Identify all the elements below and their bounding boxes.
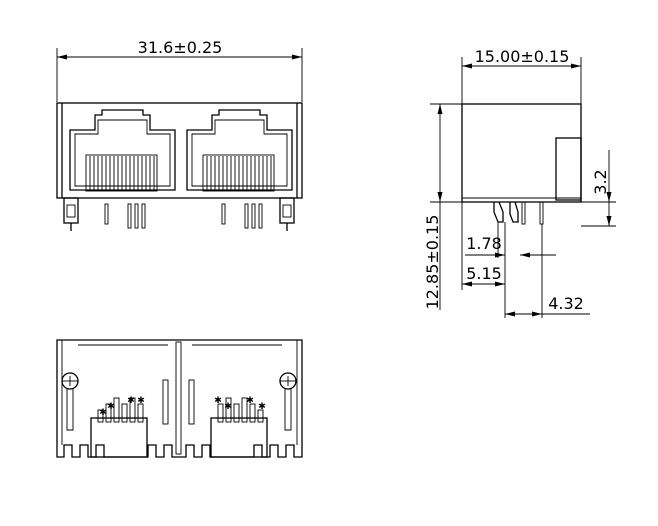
- front-view: 31.6±0.25: [56, 38, 303, 231]
- side-offset-right-label: 4.32: [548, 294, 584, 313]
- bottom-view: ✱ ✱ ✱ ✱ ✱ ✱ ✱ ✱: [56, 339, 303, 458]
- front-legs: [63, 197, 295, 231]
- svg-text:✱: ✱: [137, 396, 145, 406]
- side-height-dimension: 12.85±0.15: [423, 103, 462, 310]
- front-port-left: [69, 109, 176, 192]
- front-port-left-contacts: [89, 156, 155, 191]
- side-height-label: 12.85±0.15: [423, 215, 442, 310]
- side-depth-label: 15.00±0.15: [475, 47, 570, 66]
- side-pins: [493, 201, 544, 318]
- svg-text:✱: ✱: [99, 408, 107, 418]
- svg-text:✱: ✱: [224, 402, 232, 412]
- side-pitch-label: 1.78: [466, 234, 502, 253]
- front-port-right: [186, 109, 293, 192]
- svg-text:✱: ✱: [107, 402, 115, 412]
- side-depth-dimension: 15.00±0.15: [461, 47, 582, 104]
- side-pitch-dimension: 1.78: [465, 234, 556, 258]
- bottom-pins-right: ✱ ✱ ✱ ✱: [210, 396, 268, 458]
- side-offset-right-dimension: 4.32: [505, 294, 590, 317]
- front-port-right-contacts: [206, 156, 272, 191]
- front-width-dimension: 31.6±0.25: [56, 38, 303, 102]
- bottom-post-left: [61, 372, 79, 431]
- side-view: 15.00±0.15 12.85±0.15 3.2: [423, 47, 616, 318]
- side-offset-label: 5.15: [466, 264, 502, 283]
- bottom-post-right: [279, 372, 297, 431]
- svg-text:✱: ✱: [246, 396, 254, 406]
- svg-text:✱: ✱: [258, 402, 266, 412]
- side-tab-label: 3.2: [591, 169, 610, 194]
- svg-text:✱: ✱: [127, 396, 135, 406]
- front-width-label: 31.6±0.25: [138, 38, 223, 57]
- bottom-pins-left: ✱ ✱ ✱ ✱: [90, 396, 148, 458]
- svg-text:✱: ✱: [214, 396, 222, 406]
- side-tab-dimension: 3.2: [581, 150, 616, 227]
- side-offset-dimension: 5.15: [461, 202, 505, 290]
